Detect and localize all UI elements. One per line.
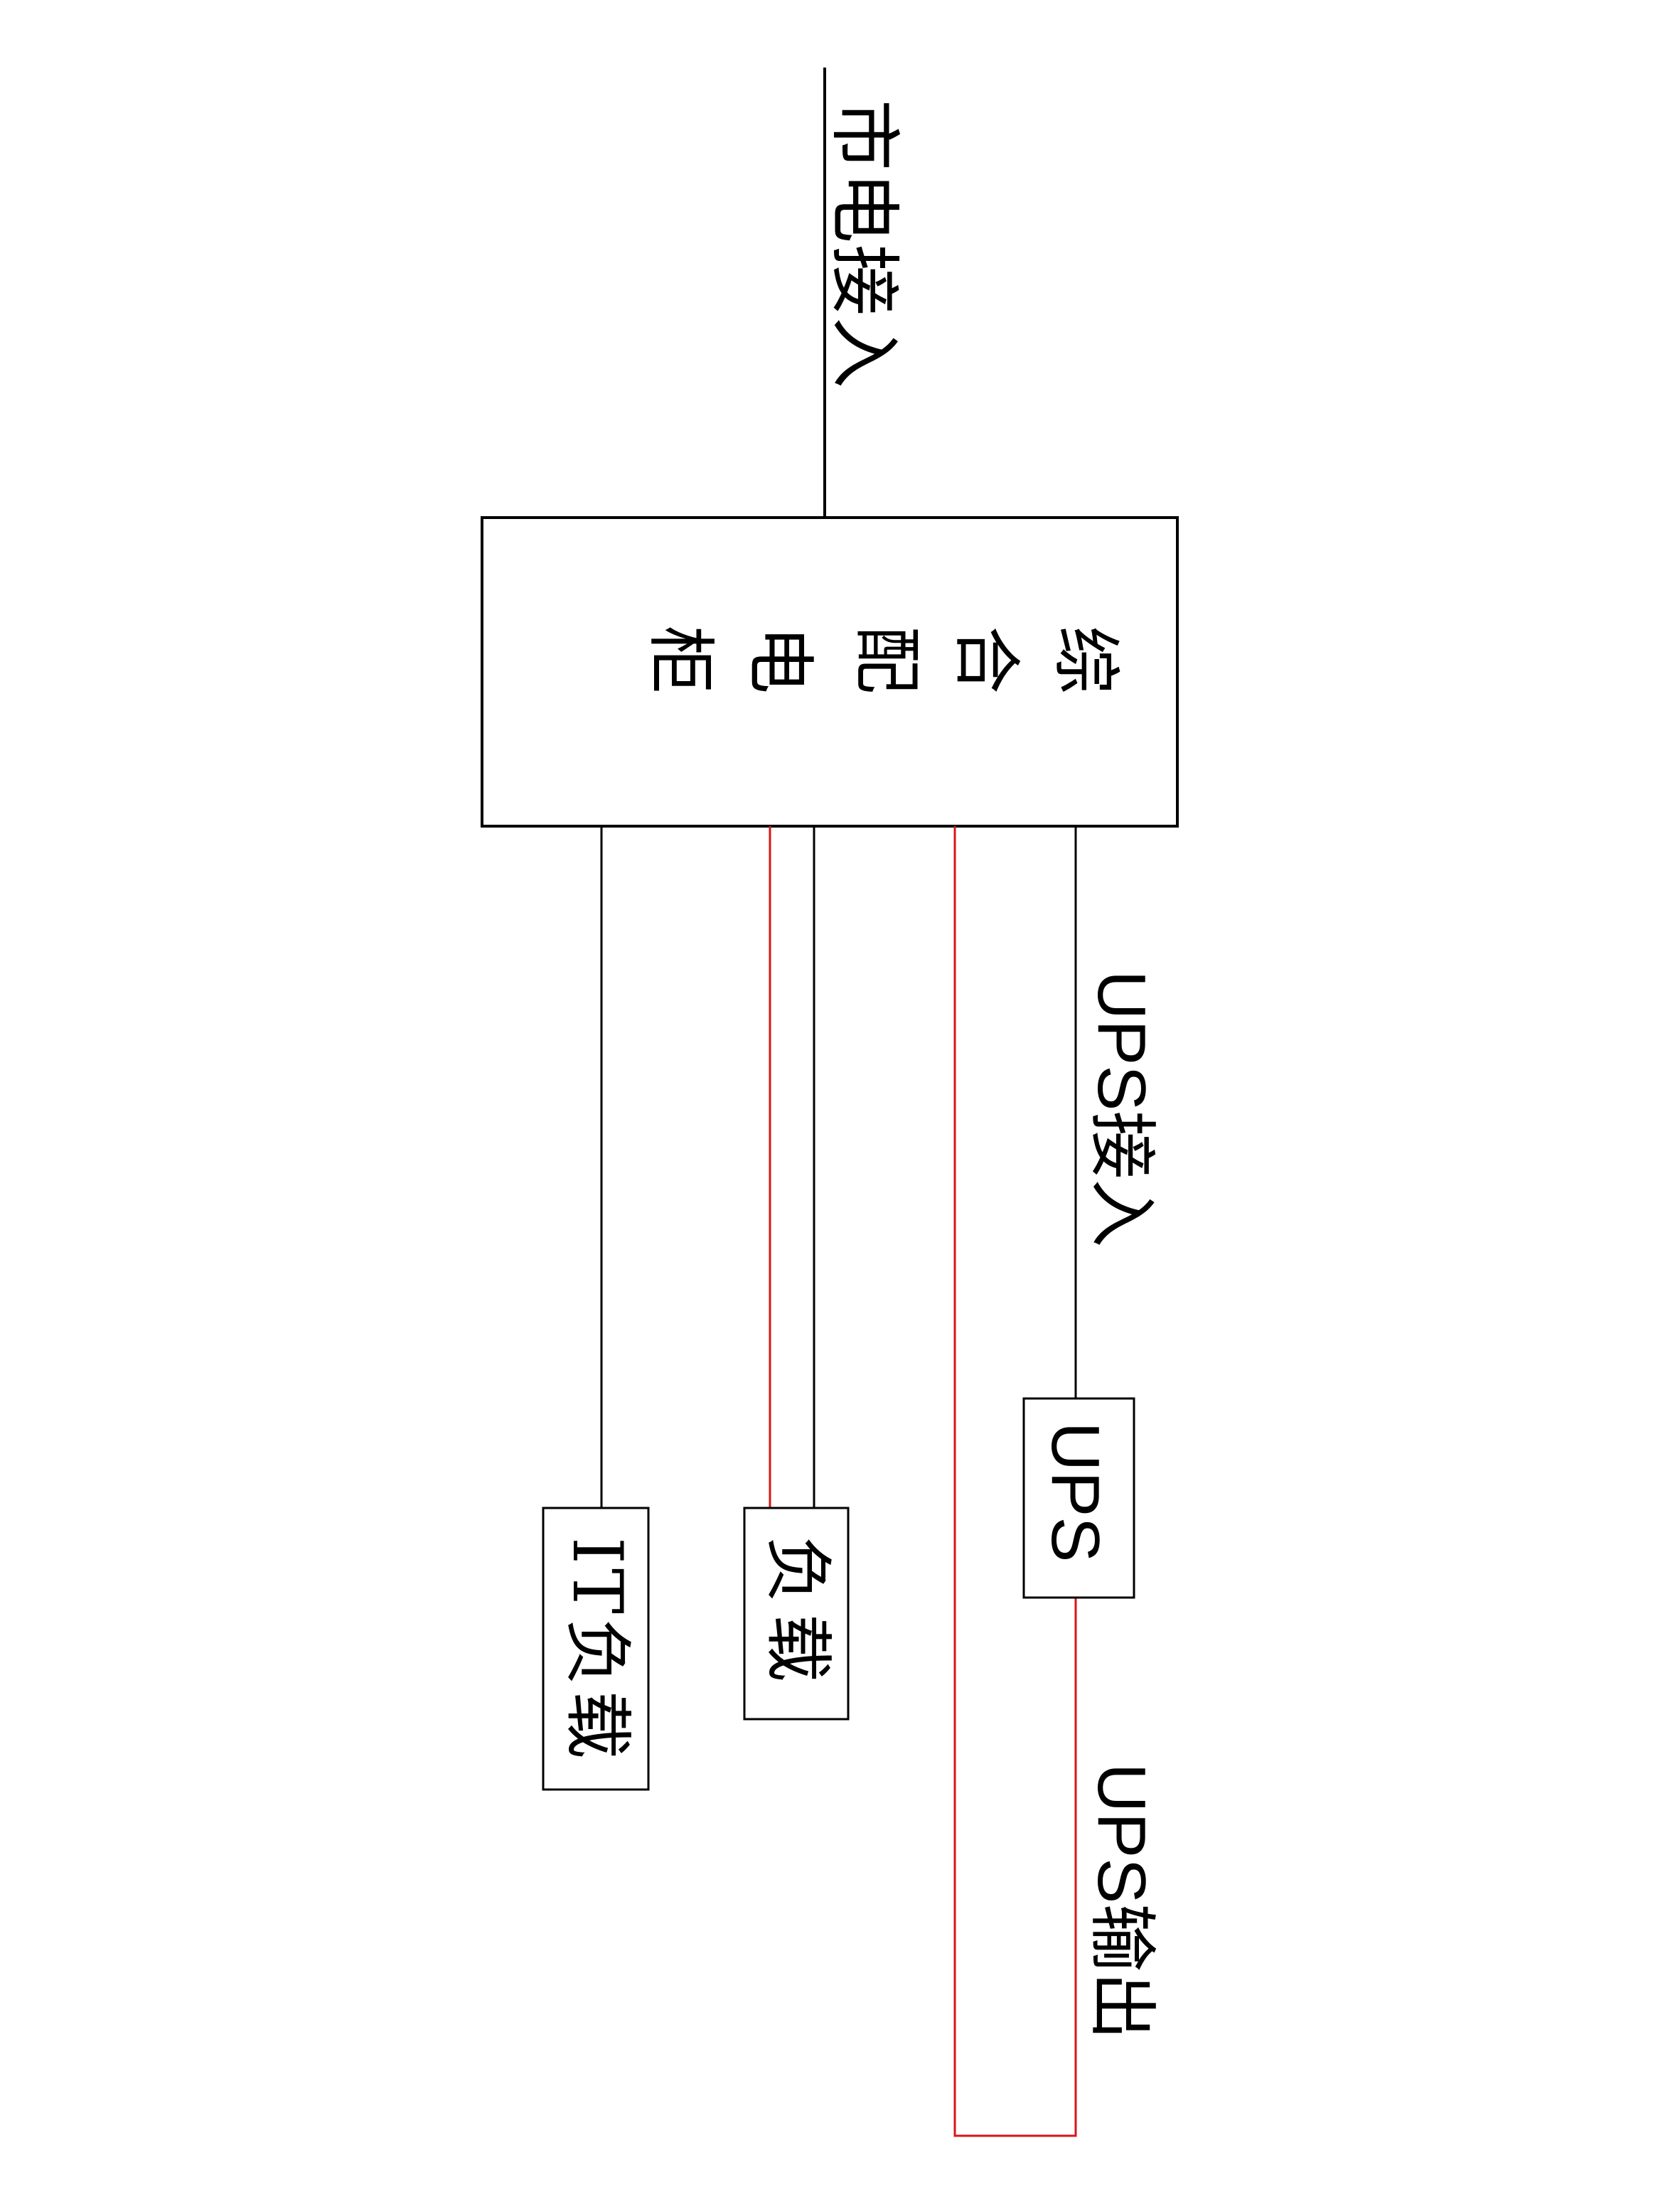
- main-cabinet-char: 电: [740, 626, 820, 694]
- ups-input-label: UPS接入: [1084, 970, 1160, 1248]
- main-cabinet-box: [481, 516, 1179, 828]
- ups-box: [1022, 1397, 1135, 1599]
- main-cabinet-char: 综: [1046, 626, 1125, 694]
- load-box: [743, 1507, 850, 1721]
- load-box-label: 负载: [758, 1536, 838, 1692]
- ups-box-label: UPS: [1037, 1422, 1113, 1563]
- main-cabinet-char: 柜: [641, 626, 720, 694]
- it-load-box: [542, 1507, 650, 1791]
- ups-output-line: [953, 826, 1077, 2137]
- mains-input-label: 市电接入: [823, 100, 906, 390]
- main-cabinet-char: 合: [946, 626, 1026, 694]
- main-cabinet-char: 配: [847, 626, 926, 694]
- it-load-box-label: IT负载: [557, 1537, 637, 1763]
- ups-output-label: UPS输出: [1084, 1763, 1160, 2040]
